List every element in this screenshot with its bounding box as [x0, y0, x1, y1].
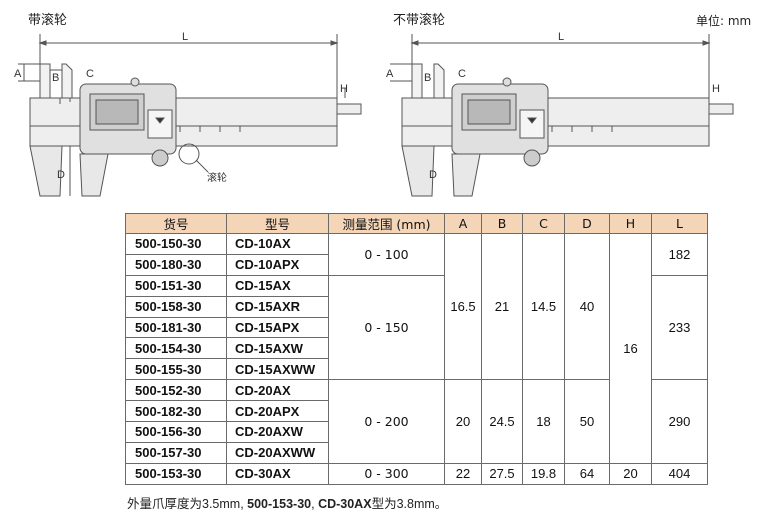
- footnote-text-1: 外量爪厚度为3.5mm,: [127, 497, 248, 511]
- header-model: 型号: [226, 213, 329, 234]
- item-no-cell: 500-182-30: [125, 400, 227, 423]
- table-row: 500-158-30 CD-15AXR: [125, 295, 708, 318]
- label-L-right: L: [558, 31, 564, 43]
- model-cell: CD-15AX: [226, 274, 329, 297]
- model-cell: CD-15AXW: [226, 337, 329, 360]
- d-cell: 64: [564, 462, 610, 485]
- table-row: 500-181-30 CD-15APX: [125, 316, 708, 339]
- range-cell: 0 - 300: [328, 462, 445, 485]
- b-cell: 27.5: [481, 462, 523, 485]
- range-cell: 0 - 150: [328, 274, 445, 381]
- item-no-cell: 500-154-30: [125, 337, 227, 360]
- footnote-text-2: ,: [311, 497, 319, 511]
- label-C: C: [86, 68, 94, 80]
- footnote-model: CD-30AX: [318, 497, 372, 511]
- header-b: B: [481, 213, 523, 234]
- header-d: D: [564, 213, 610, 234]
- model-cell: CD-30AX: [226, 462, 329, 485]
- header-item-no: 货号: [125, 213, 227, 234]
- item-no-cell: 500-152-30: [125, 379, 227, 402]
- label-H-right: H: [712, 83, 720, 95]
- caliper-with-roller-diagram: A B C D L H 滚轮: [14, 31, 362, 197]
- table-row: 500-182-30 CD-20APX: [125, 400, 708, 423]
- label-A: A: [14, 68, 22, 80]
- label-B-right: B: [424, 72, 431, 84]
- table-row: 500-157-30 CD-20AXWW: [125, 441, 708, 464]
- table-row: 500-151-30 CD-15AX 0 - 150 233: [125, 274, 708, 381]
- header-l: L: [651, 213, 708, 234]
- item-no-cell: 500-153-30: [125, 462, 227, 485]
- table-row: 500-180-30 CD-10APX: [125, 253, 708, 276]
- header-c: C: [522, 213, 565, 234]
- caliper-without-roller-diagram: A B C D L H: [386, 31, 734, 197]
- item-no-cell: 500-155-30: [125, 358, 227, 381]
- item-no-cell: 500-180-30: [125, 253, 227, 276]
- table-row: 500-153-30 CD-30AX 0 - 300 22 27.5 19.8 …: [125, 462, 708, 485]
- label-B: B: [52, 72, 59, 84]
- item-no-cell: 500-158-30: [125, 295, 227, 318]
- model-cell: CD-20AXWW: [226, 441, 329, 464]
- c-cell: 19.8: [522, 462, 565, 485]
- model-cell: CD-20AX: [226, 379, 329, 402]
- b-cell: 24.5: [481, 379, 523, 464]
- model-cell: CD-15APX: [226, 316, 329, 339]
- spec-table: 货号 型号 测量范围 (mm) A B C D H L 500-150-30 C…: [125, 213, 708, 485]
- item-no-cell: 500-156-30: [125, 421, 227, 443]
- table-row: 500-150-30 CD-10AX 0 - 100 16.5 21 14.5 …: [125, 232, 708, 464]
- label-A-right: A: [386, 68, 394, 80]
- table-row: 500-155-30 CD-15AXWW: [125, 358, 708, 381]
- h-cell: 20: [609, 462, 652, 485]
- item-no-cell: 500-150-30: [125, 233, 227, 255]
- model-cell: CD-10AX: [226, 233, 329, 255]
- c-cell: 14.5: [522, 232, 565, 381]
- item-no-cell: 500-157-30: [125, 441, 227, 464]
- label-C-right: C: [458, 68, 466, 80]
- model-cell: CD-20AXW: [226, 421, 329, 443]
- table-row: 500-152-30 CD-20AX 0 - 200 20 24.5 18 50…: [125, 379, 708, 464]
- roller-label: 滚轮: [207, 171, 227, 184]
- label-H: H: [340, 83, 348, 95]
- model-cell: CD-20APX: [226, 400, 329, 423]
- table-row: 500-156-30 CD-20AXW: [125, 421, 708, 443]
- h-cell: 16: [609, 233, 652, 464]
- label-L: L: [182, 31, 188, 43]
- right-diagram-title: 不带滚轮: [393, 13, 446, 28]
- header-a: A: [444, 213, 482, 234]
- unit-label: 单位: mm: [696, 14, 752, 28]
- item-no-cell: 500-181-30: [125, 316, 227, 339]
- l-cell: 233: [651, 274, 708, 381]
- footnote-item-no: 500-153-30: [247, 497, 312, 511]
- model-cell: CD-10APX: [226, 253, 329, 276]
- c-cell: 18: [522, 379, 565, 464]
- left-diagram-title: 带滚轮: [28, 13, 68, 28]
- range-cell: 0 - 100: [328, 233, 445, 276]
- l-cell: 290: [651, 379, 708, 464]
- model-cell: CD-15AXWW: [226, 358, 329, 381]
- label-D-right: D: [429, 169, 437, 181]
- table-header-row: 货号 型号 测量范围 (mm) A B C D H L: [125, 213, 708, 234]
- footnote-text-3: 型为3.8mm。: [371, 497, 448, 511]
- l-cell: 404: [651, 462, 708, 485]
- a-cell: 22: [444, 462, 482, 485]
- model-cell: CD-15AXR: [226, 295, 329, 318]
- footnote: 外量爪厚度为3.5mm, 500-153-30, CD-30AX型为3.8mm。: [127, 493, 447, 512]
- d-cell: 50: [564, 379, 610, 464]
- a-cell: 20: [444, 379, 482, 464]
- l-cell: 182: [651, 233, 708, 276]
- header-range: 测量范围 (mm): [328, 213, 445, 234]
- label-D: D: [57, 169, 65, 181]
- header-h: H: [609, 213, 652, 234]
- b-cell: 21: [481, 232, 523, 381]
- d-cell: 40: [564, 232, 610, 381]
- range-cell: 0 - 200: [328, 379, 445, 464]
- a-cell: 16.5: [444, 232, 482, 381]
- item-no-cell: 500-151-30: [125, 274, 227, 297]
- table-row: 500-154-30 CD-15AXW: [125, 337, 708, 360]
